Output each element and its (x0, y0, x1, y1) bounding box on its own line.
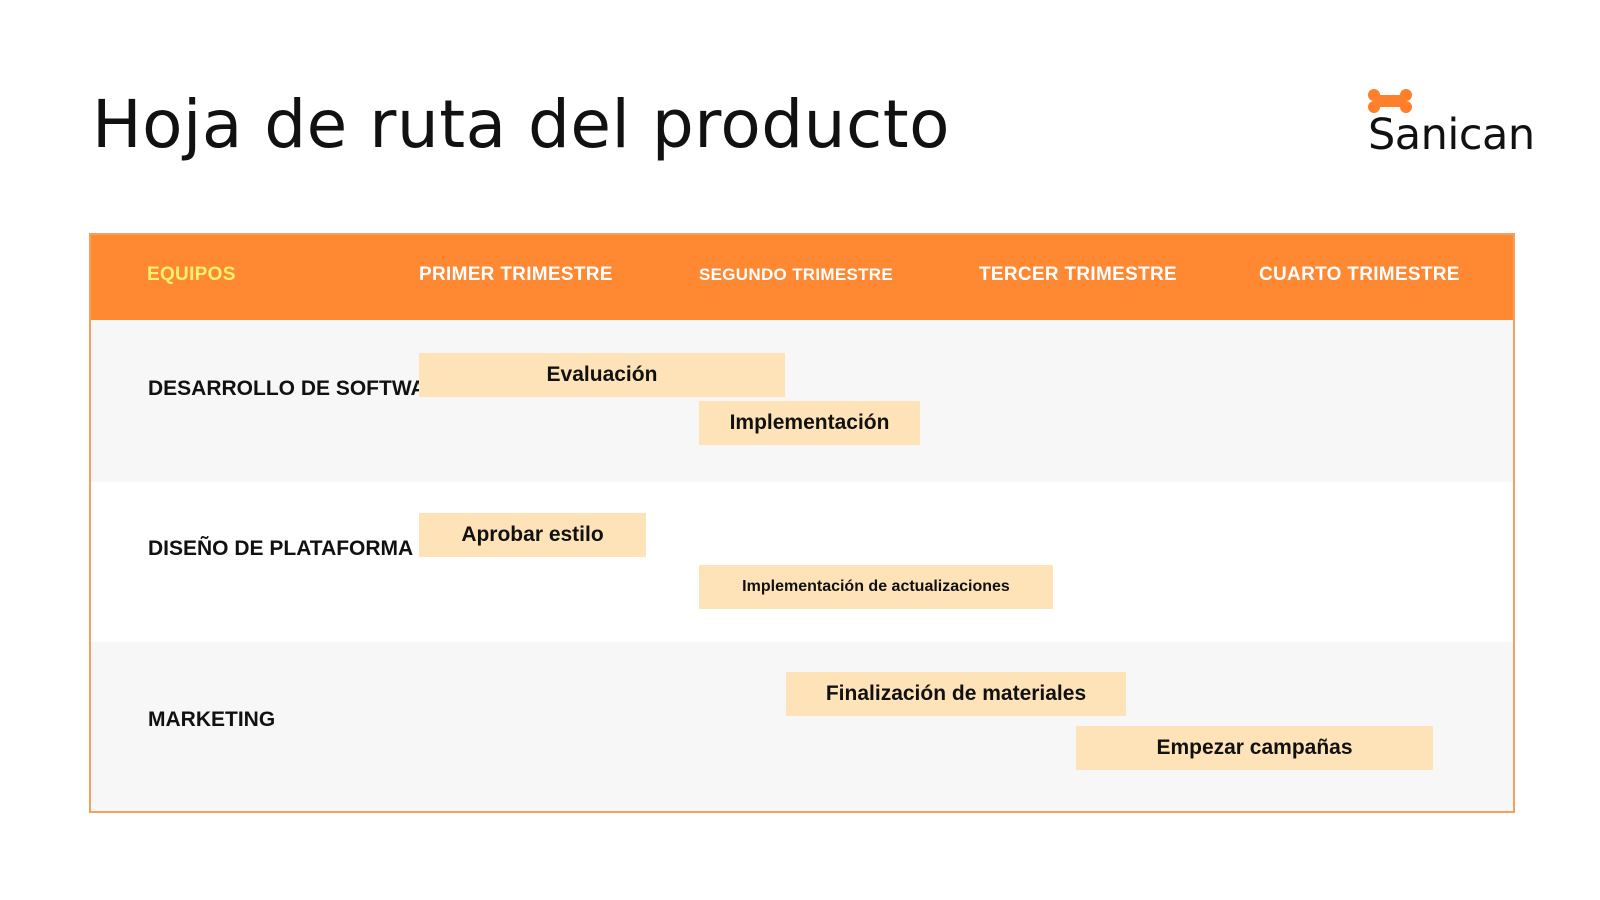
team-row-platform: DISEÑO DE PLATAFORMA Aprobar estilo Impl… (91, 482, 1513, 642)
header-q1: PRIMER TRIMESTRE (419, 264, 613, 285)
task-bar[interactable]: Evaluación (419, 353, 785, 397)
team-label: MARKETING (148, 708, 276, 731)
team-label: DESARROLLO DE SOFTWARE (148, 377, 455, 400)
brand-logo: Sanican (1358, 88, 1535, 160)
team-row-software: DESARROLLO DE SOFTWARE Evaluación Implem… (91, 320, 1513, 482)
header-teams: EQUIPOS (147, 264, 236, 285)
brand-name: Sanican (1368, 110, 1535, 160)
header-q2: SEGUNDO TRIMESTRE (699, 265, 894, 284)
header-row: EQUIPOS PRIMER TRIMESTRE SEGUNDO TRIMEST… (91, 235, 1513, 320)
task-bar[interactable]: Aprobar estilo (419, 513, 646, 557)
page-title: Hoja de ruta del producto (92, 86, 951, 163)
team-label: DISEÑO DE PLATAFORMA (148, 537, 414, 560)
header-q3: TERCER TRIMESTRE (979, 264, 1177, 285)
task-bar[interactable]: Implementación (699, 401, 920, 445)
roadmap-table: EQUIPOS PRIMER TRIMESTRE SEGUNDO TRIMEST… (89, 233, 1515, 813)
header-q4: CUARTO TRIMESTRE (1259, 264, 1460, 285)
team-row-marketing: MARKETING Finalización de materiales Emp… (91, 642, 1513, 811)
task-bar[interactable]: Implementación de actualizaciones (699, 565, 1053, 609)
task-bar[interactable]: Finalización de materiales (786, 672, 1126, 716)
task-bar[interactable]: Empezar campañas (1076, 726, 1433, 770)
bone-icon (1368, 89, 1412, 113)
